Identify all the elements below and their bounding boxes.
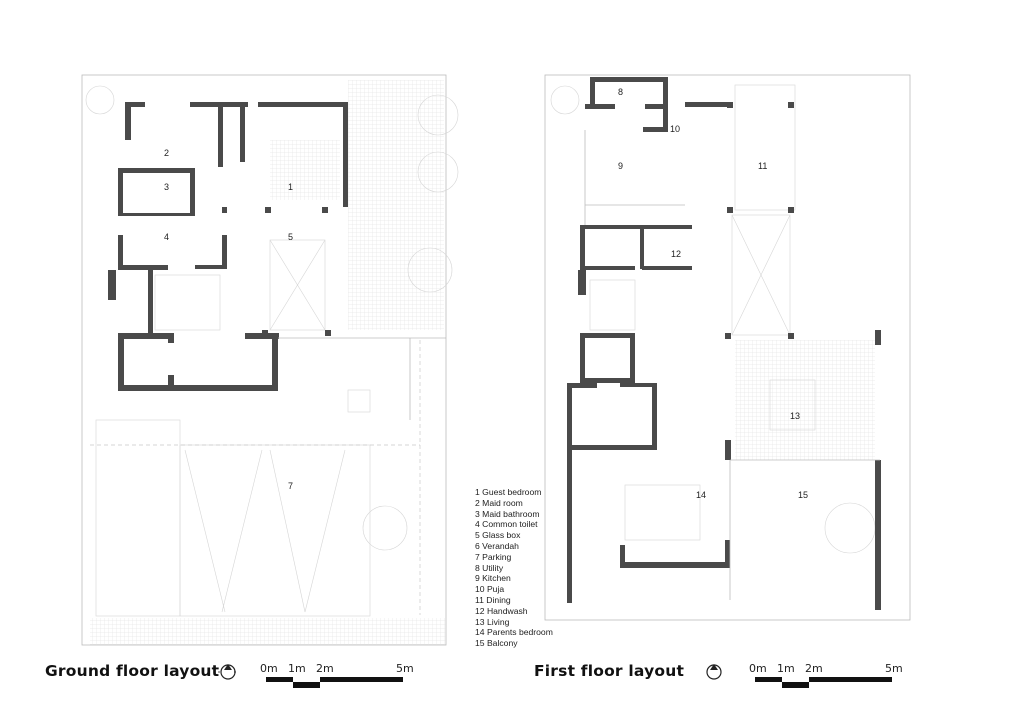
scale-tick: 1m (288, 662, 306, 675)
ground-floor-title: Ground floor layout (45, 662, 220, 680)
scale-tick: 5m (396, 662, 414, 675)
room-label: 7 (288, 481, 293, 491)
scale-tick: 2m (316, 662, 334, 675)
room-label: 2 (164, 148, 169, 158)
room-label: 4 (164, 232, 169, 242)
legend-item: 8 Utility (475, 562, 504, 573)
north-arrow-icon (218, 664, 238, 680)
room-label: 10 (670, 124, 680, 134)
legend-item: 3 Maid bathroom (475, 508, 540, 519)
legend-item: 12 Handwash (475, 605, 528, 616)
legend-item: 9 Kitchen (475, 573, 511, 584)
room-labels-first: 8 9 10 11 12 13 14 15 (618, 87, 808, 500)
legend-item: 13 Living (475, 616, 510, 627)
legend-item: 6 Verandah (475, 540, 519, 551)
scale-bar-ground: 0m 1m 2m 5m (260, 662, 414, 688)
room-label: 14 (696, 490, 706, 500)
legend-item: 4 Common toilet (475, 519, 538, 530)
scale-tick: 0m (260, 662, 278, 675)
room-label: 3 (164, 182, 169, 192)
legend-item: 7 Parking (475, 551, 512, 562)
legend-item: 14 Parents bedroom (475, 627, 553, 638)
first-floor-plan: 8 9 10 11 12 13 14 15 (544, 74, 911, 621)
legend-item: 10 Puja (475, 584, 505, 595)
scale-tick: 5m (885, 662, 903, 675)
room-label: 12 (671, 249, 681, 259)
room-legend: 1 Guest bedroom 2 Maid room 3 Maid bathr… (475, 487, 553, 649)
north-arrow-icon (706, 664, 722, 680)
room-label: 1 (288, 182, 293, 192)
legend-item: 5 Glass box (475, 530, 521, 541)
scale-tick: 0m (749, 662, 767, 675)
legend-item: 1 Guest bedroom (475, 487, 542, 497)
room-label: 13 (790, 411, 800, 421)
legend-item: 2 Maid room (475, 497, 523, 508)
ground-floor-plan: 1 2 3 4 5 7 (81, 74, 459, 646)
scale-tick: 1m (777, 662, 795, 675)
scale-tick: 2m (805, 662, 823, 675)
first-floor-title: First floor layout (534, 662, 685, 680)
room-label: 11 (758, 161, 767, 171)
room-label: 15 (798, 490, 808, 500)
legend-item: 11 Dining (475, 594, 511, 605)
room-label: 5 (288, 232, 293, 242)
room-label: 9 (618, 161, 623, 171)
room-label: 8 (618, 87, 623, 97)
room-labels-ground: 1 2 3 4 5 7 (164, 148, 293, 491)
legend-item: 15 Balcony (475, 638, 518, 649)
scale-bar-first: 0m 1m 2m 5m (749, 662, 903, 688)
